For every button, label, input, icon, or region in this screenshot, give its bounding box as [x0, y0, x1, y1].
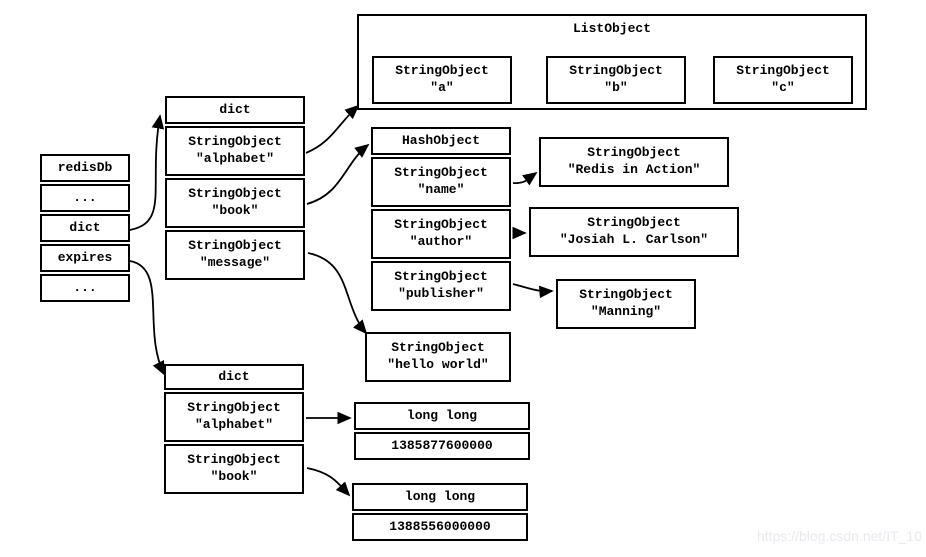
object-value-label: "hello world" — [387, 357, 489, 372]
longlong-box-book: long long 1388556000000 — [352, 483, 528, 541]
redisdb-struct: redisDb ... dict expires ... — [40, 154, 130, 302]
object-value-label: "author" — [409, 234, 473, 249]
timestamp-value: 1388556000000 — [389, 518, 491, 534]
redisdb-row-ellipsis-2: ... — [40, 274, 130, 302]
ellipsis-label: ... — [73, 279, 97, 295]
list-item-b: StringObject "b" — [546, 56, 686, 104]
object-value-label: "c" — [771, 80, 795, 95]
arrow-message-to-hello-world — [307, 252, 368, 335]
list-item-c: StringObject "c" — [713, 56, 853, 104]
object-type-label: StringObject — [579, 287, 673, 303]
object-type-label: StringObject — [394, 165, 488, 181]
object-type-label: StringObject — [187, 400, 281, 416]
string-box-redis-in-action: StringObject "Redis in Action" — [539, 137, 729, 187]
string-box-manning: StringObject "Manning" — [556, 279, 696, 329]
arrow-expires-to-bottom-dict — [129, 260, 165, 376]
arrow-publisher-to-manning — [512, 283, 554, 299]
object-value-label: "b" — [604, 80, 628, 95]
longlong-type-label: long long — [404, 488, 476, 504]
bottom-dict-header-label: dict — [218, 368, 250, 384]
hash-entry-author: StringObject "author" — [371, 209, 511, 259]
top-dict-header: dict — [165, 96, 305, 124]
object-value-label: "publisher" — [398, 286, 484, 301]
hash-entry-publisher: StringObject "publisher" — [371, 261, 511, 311]
object-type-label: StringObject — [188, 186, 282, 202]
arrow-book-to-longlong2 — [306, 467, 351, 497]
list-object-container: ListObject StringObject "a" StringObject… — [357, 14, 867, 110]
redisdb-row-expires: expires — [40, 244, 130, 272]
top-dict-header-label: dict — [219, 101, 251, 117]
top-dict-entry-book: StringObject "book" — [165, 178, 305, 228]
longlong-box-alphabet: long long 1385877600000 — [354, 402, 530, 460]
arrow-alphabet-to-listobject — [305, 104, 360, 154]
hash-object-table: HashObject StringObject "name" StringObj… — [371, 127, 511, 311]
longlong-value: 1388556000000 — [352, 513, 528, 541]
top-dict-table: dict StringObject "alphabet" StringObjec… — [165, 96, 305, 280]
object-value-label: "Redis in Action" — [567, 162, 701, 177]
longlong-type: long long — [354, 402, 530, 430]
object-type-label: StringObject — [187, 452, 281, 468]
longlong-type-label: long long — [406, 407, 478, 423]
bottom-dict-entry-book: StringObject "book" — [164, 444, 304, 494]
bottom-dict-entry-alphabet: StringObject "alphabet" — [164, 392, 304, 442]
redisdb-row-ellipsis-1: ... — [40, 184, 130, 212]
redisdb-row-dict: dict — [40, 214, 130, 242]
list-object-title: ListObject — [572, 21, 651, 36]
object-value-label: "Josiah L. Carlson" — [559, 232, 709, 247]
object-type-label: StringObject — [569, 63, 663, 79]
object-type-label: StringObject — [394, 217, 488, 233]
redisdb-row-title: redisDb — [40, 154, 130, 182]
top-dict-entry-message: StringObject "message" — [165, 230, 305, 280]
hash-object-header-label: HashObject — [401, 132, 480, 148]
object-type-label: StringObject — [394, 269, 488, 285]
hash-entry-name: StringObject "name" — [371, 157, 511, 207]
object-value-label: "alphabet" — [195, 151, 274, 166]
object-type-label: StringObject — [188, 238, 282, 254]
object-type-label: StringObject — [395, 63, 489, 79]
bottom-dict-table: dict StringObject "alphabet" StringObjec… — [164, 364, 304, 494]
object-value-label: "Manning" — [590, 304, 662, 319]
string-box-josiah-carlson: StringObject "Josiah L. Carlson" — [529, 207, 739, 257]
hash-object-header: HashObject — [371, 127, 511, 155]
object-value-label: "a" — [430, 80, 454, 95]
arrow-book-to-hashobject — [306, 143, 370, 205]
dict-pointer-label: dict — [69, 219, 101, 235]
object-type-label: StringObject — [587, 145, 681, 161]
object-type-label: StringObject — [391, 340, 485, 356]
expires-pointer-label: expires — [57, 249, 113, 265]
longlong-value: 1385877600000 — [354, 432, 530, 460]
object-type-label: StringObject — [587, 215, 681, 231]
object-value-label: "name" — [417, 182, 465, 197]
timestamp-value: 1385877600000 — [391, 437, 493, 453]
object-value-label: "book" — [211, 203, 259, 218]
arrow-dict-to-top-dict — [129, 114, 165, 231]
ellipsis-label: ... — [73, 189, 97, 205]
object-type-label: StringObject — [188, 134, 282, 150]
redisdb-label: redisDb — [57, 159, 113, 175]
string-box-hello-world: StringObject "hello world" — [365, 332, 511, 382]
arrow-name-to-redis-in-action — [512, 171, 538, 186]
object-value-label: "alphabet" — [194, 417, 273, 432]
bottom-dict-header: dict — [164, 364, 304, 390]
longlong-type: long long — [352, 483, 528, 511]
object-value-label: "message" — [199, 255, 271, 270]
watermark-url: https://blog.csdn.net/IT_10 — [757, 528, 922, 544]
top-dict-entry-alphabet: StringObject "alphabet" — [165, 126, 305, 176]
object-value-label: "book" — [210, 469, 258, 484]
list-item-a: StringObject "a" — [372, 56, 512, 104]
object-type-label: StringObject — [736, 63, 830, 79]
